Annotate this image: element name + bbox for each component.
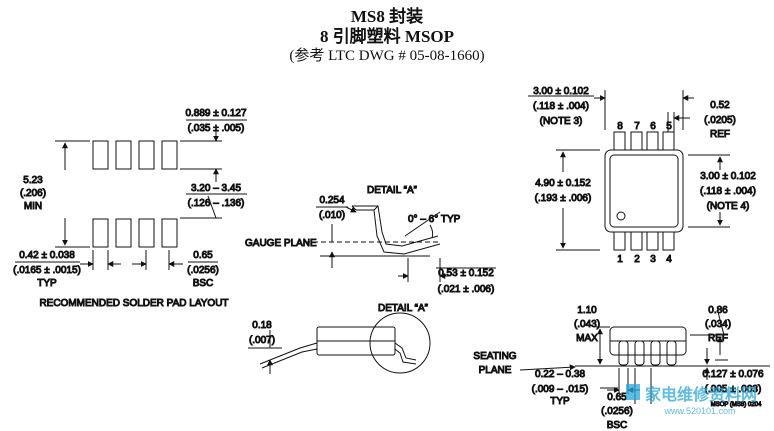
height-dim-inch: (.043) <box>574 319 600 330</box>
gauge-plane-label: GAUGE PLANE <box>245 238 317 249</box>
solder-pad <box>115 140 132 170</box>
pad-length-dim: 0.42 ± 0.038 <box>19 250 75 261</box>
lead-ref-dim: 0.52 <box>710 100 730 111</box>
pad-width-dim: 0.889 ± 0.127 <box>185 108 247 119</box>
pin-number: 5 <box>666 121 672 132</box>
width-dim-note: (NOTE 3) <box>540 116 583 127</box>
span-dim-inch: (.126 – .136) <box>188 198 245 209</box>
width-dim-inch: (.118 ± .004) <box>533 101 589 112</box>
detail-a-view <box>305 205 496 282</box>
row-spacing-dim: 5.23 <box>23 175 43 186</box>
pin-number: 2 <box>634 254 640 265</box>
drawing-title: MS8 封装 <box>350 7 424 26</box>
lead-width-dim-inch: (.009 – .015) <box>532 384 589 395</box>
body-dim: 3.00 ± 0.102 <box>700 171 756 182</box>
lead-ref-dim-note: REF <box>710 129 730 140</box>
top-view <box>528 90 730 251</box>
side-detail-a-label: DETAIL “A” <box>378 303 428 314</box>
solder-pad <box>138 140 155 170</box>
watermark-url: www.520101.com <box>663 406 735 416</box>
length-dim: 4.90 ± 0.152 <box>535 178 591 189</box>
solder-pad <box>92 140 109 170</box>
watermark-logo-icon <box>626 384 640 400</box>
pad-layout-caption: RECOMMENDED SOLDER PAD LAYOUT <box>39 298 228 309</box>
thickness-dim: 0.254 <box>319 195 344 206</box>
pin-number: 4 <box>666 254 672 265</box>
height-dim: 1.10 <box>577 305 597 316</box>
pin-number: 7 <box>634 121 640 132</box>
solder-pad-layout <box>15 119 247 270</box>
lead-thickness-dim-inch: (.007) <box>249 335 275 346</box>
end-ref-dim: 0.86 <box>708 305 728 316</box>
pad-length-dim-note: TYP <box>37 278 57 289</box>
pin-number: 8 <box>617 121 623 132</box>
solder-pad <box>161 218 178 248</box>
end-pitch-dim: 0.65 <box>607 392 627 403</box>
pin-number: 3 <box>650 254 656 265</box>
detail-a-label: DETAIL “A” <box>367 185 417 196</box>
side-view <box>248 312 431 374</box>
solder-pad <box>138 218 155 248</box>
row-spacing-dim-inch: (.206) <box>20 188 46 199</box>
solder-pad <box>161 140 178 170</box>
pin-number: 6 <box>650 121 656 132</box>
angle-dim: 0° – 6° TYP <box>408 214 461 225</box>
width-dim: 3.00 ± 0.102 <box>533 86 589 97</box>
seating-plane-label-2: PLANE <box>479 365 512 376</box>
pad-pitch-dim-inch: (.0256) <box>187 265 219 276</box>
body-dim-inch: (.118 ± .004) <box>700 186 756 197</box>
foot-length-dim: 0.53 ± 0.152 <box>438 268 494 279</box>
span-dim: 3.20 – 3.45 <box>191 183 241 194</box>
pad-width-dim-inch: (.035 ± .005) <box>188 123 245 134</box>
lead-width-dim-note: TYP <box>550 396 570 407</box>
solder-pad <box>92 218 109 248</box>
lead-thickness-dim: 0.18 <box>252 320 272 331</box>
standoff-dim-inch: (.005 ± .003) <box>705 384 762 395</box>
end-pitch-dim-inch: (.0256) <box>601 406 633 417</box>
end-pitch-dim-note: BSC <box>607 420 628 431</box>
row-spacing-dim-note: MIN <box>24 201 42 212</box>
standoff-dim: 0.127 ± 0.076 <box>702 369 764 380</box>
height-dim-note: MAX <box>576 333 598 344</box>
end-ref-dim-note: REF <box>708 333 728 344</box>
end-ref-dim-inch: (.034) <box>705 319 731 330</box>
drawing-reference: (参考 LTC DWG # 05-08-1660) <box>289 48 485 64</box>
thickness-dim-inch: (.010) <box>319 210 345 221</box>
body-dim-note: (NOTE 4) <box>707 201 750 212</box>
pad-pitch-dim-note: BSC <box>193 278 214 289</box>
solder-pad <box>115 218 132 248</box>
watermark-text: 家电维修资料网 <box>645 385 757 404</box>
pad-pitch-dim: 0.65 <box>193 250 213 261</box>
seating-plane-label: SEATING <box>473 351 516 362</box>
lead-ref-dim-inch: (.0205) <box>704 115 736 126</box>
pad-length-dim-inch: (.0165 ± .0015) <box>13 265 81 276</box>
drawing-subtitle: 8 引脚塑料 MSOP <box>319 27 455 46</box>
lead-width-dim: 0.22 – 0.38 <box>535 369 585 380</box>
drawing-id: MSOP (MS8) 0204 <box>711 402 762 408</box>
foot-length-dim-inch: (.021 ± .006) <box>438 284 495 295</box>
length-dim-inch: (.193 ± .006) <box>535 193 592 204</box>
pin-number: 1 <box>617 254 623 265</box>
